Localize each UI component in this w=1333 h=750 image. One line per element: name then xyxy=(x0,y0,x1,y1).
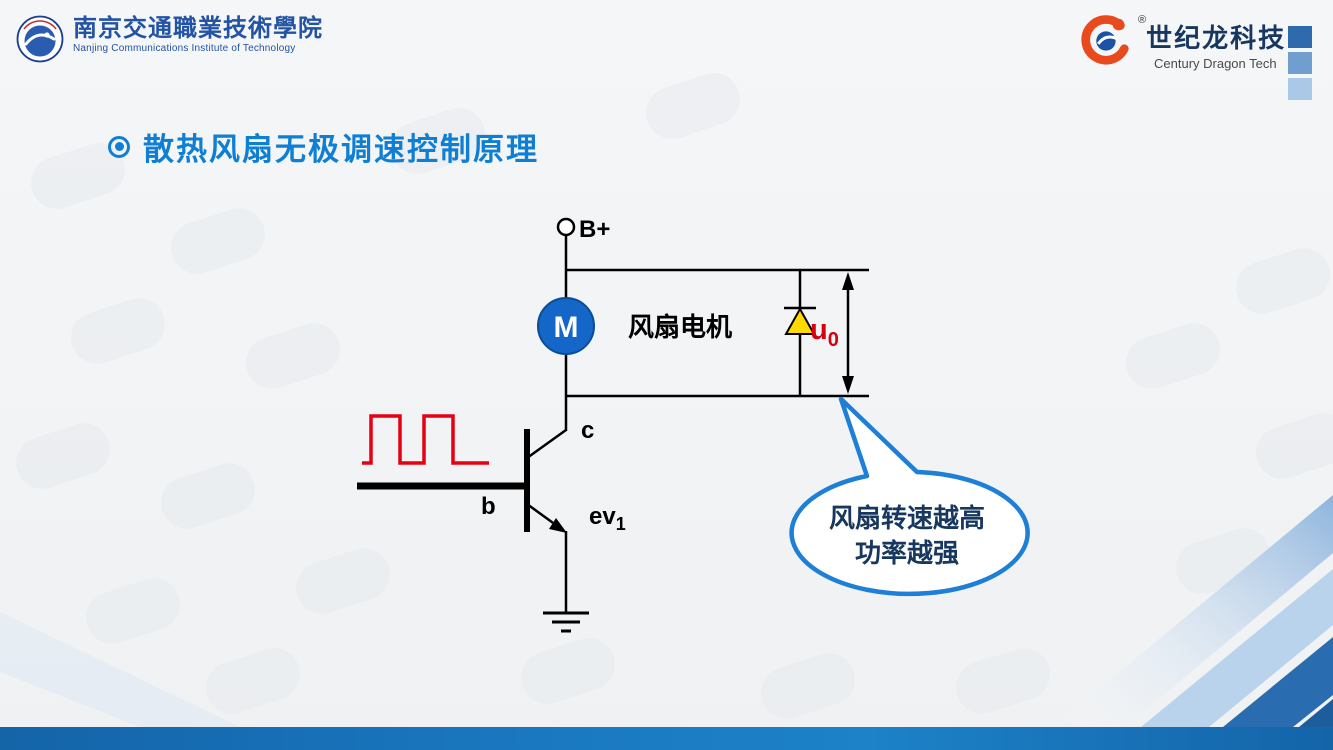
institute-subtitle: Nanjing Communications Institute of Tech… xyxy=(73,43,296,55)
decor-squares xyxy=(1288,26,1312,100)
footer-bar xyxy=(0,727,1333,750)
voltage-label: u0 xyxy=(810,314,839,351)
decor-square-top xyxy=(1288,26,1312,48)
institute-logo-icon xyxy=(16,15,64,63)
speech-bubble: 风扇转速越高 功率越强 xyxy=(789,396,1030,597)
base-label: b xyxy=(481,493,496,520)
page-title: 散热风扇无极调速控制原理 xyxy=(143,132,539,167)
institute-name: 南京交通職業技術學院 xyxy=(73,13,323,42)
motor-icon: M xyxy=(537,297,595,355)
speech-bubble-outline xyxy=(789,396,1030,597)
slide-title-row: 散热风扇无极调速控制原理 xyxy=(108,124,539,169)
voltage-arrow-icon xyxy=(842,272,854,394)
power-label: B+ xyxy=(579,216,610,243)
decor-square-bottom xyxy=(1288,78,1312,100)
collector-label: c xyxy=(581,417,594,444)
institute-brand: 南京交通職業技術學院 Nanjing Communications Instit… xyxy=(16,13,323,63)
corner-stripes-decoration xyxy=(1053,495,1333,727)
pwm-waveform-icon xyxy=(362,414,489,465)
registered-mark: ® xyxy=(1138,14,1147,26)
circuit-wires xyxy=(564,235,869,613)
motor-label: 风扇电机 xyxy=(628,312,732,342)
institute-text-block: 南京交通職業技術學院 Nanjing Communications Instit… xyxy=(73,13,323,55)
company-name: 世纪龙科技 xyxy=(1146,23,1287,53)
decor-square-middle xyxy=(1288,52,1312,74)
svg-text:M: M xyxy=(554,311,579,344)
diode-icon xyxy=(784,306,816,335)
header: 南京交通職業技術學院 Nanjing Communications Instit… xyxy=(0,0,1333,95)
company-text-block: ®世纪龙科技 Century Dragon Tech xyxy=(1138,12,1286,71)
company-brand: ®世纪龙科技 Century Dragon Tech xyxy=(1075,12,1286,71)
left-stripe-decoration xyxy=(0,612,240,727)
company-name-row: ®世纪龙科技 xyxy=(1138,14,1287,55)
ground-icon xyxy=(543,611,589,633)
company-logo-icon xyxy=(1081,15,1129,65)
callout-line2: 功率越强 xyxy=(855,538,959,568)
transistor-icon xyxy=(524,428,567,533)
emitter-label: ev1 xyxy=(589,503,626,534)
company-subtitle: Century Dragon Tech xyxy=(1154,56,1277,71)
bullet-dot xyxy=(114,142,124,151)
power-terminal-icon xyxy=(556,217,576,237)
callout-line1: 风扇转速越高 xyxy=(829,503,985,533)
bullet-icon xyxy=(108,135,130,158)
